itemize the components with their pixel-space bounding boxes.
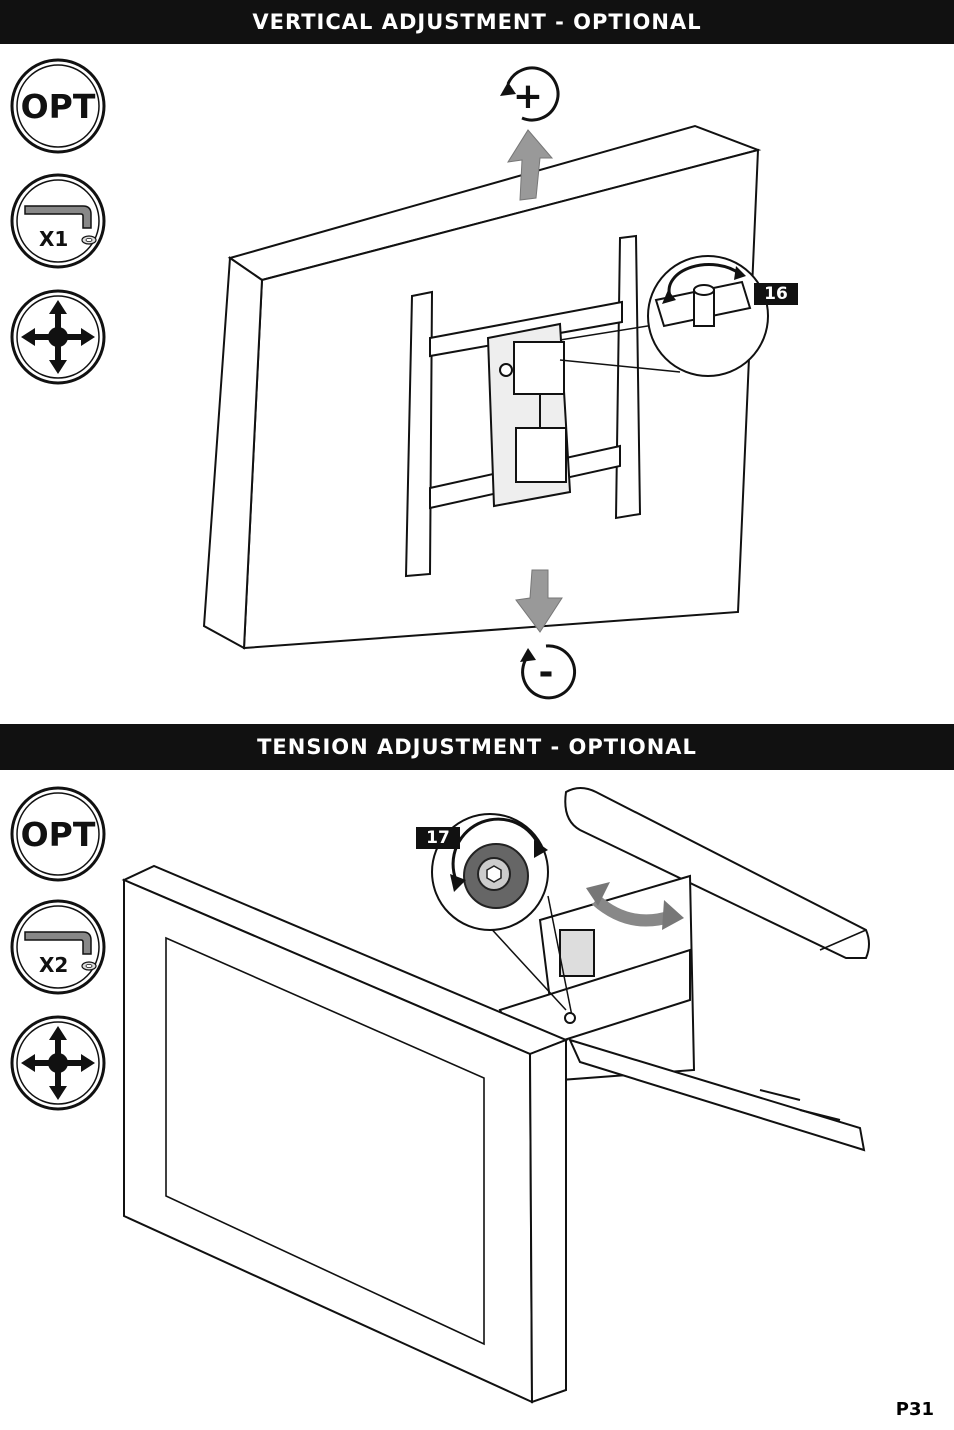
section-tension-header: TENSION ADJUSTMENT - OPTIONAL	[0, 724, 954, 770]
section-vertical-header: VERTICAL ADJUSTMENT - OPTIONAL	[0, 0, 954, 44]
move-arrows-icon	[10, 289, 106, 385]
page-number: P31	[895, 1399, 934, 1420]
hex-key-icon: X1	[10, 173, 106, 269]
opt-badge-icon: OPT	[10, 786, 106, 882]
decrease-symbol: -	[539, 652, 554, 693]
move-arrows-icon	[10, 1015, 106, 1111]
section-tension-title: TENSION ADJUSTMENT - OPTIONAL	[257, 735, 697, 759]
step-number-16: 16	[754, 283, 798, 305]
hex-key-icon: X2	[10, 899, 106, 995]
opt-label: OPT	[21, 815, 96, 854]
opt-badge-icon: OPT	[10, 58, 106, 154]
step-number-17: 17	[416, 827, 460, 849]
section-vertical-title: VERTICAL ADJUSTMENT - OPTIONAL	[252, 10, 702, 34]
tool-count: X2	[39, 953, 68, 977]
tool-count: X1	[39, 227, 68, 251]
increase-symbol: +	[513, 76, 543, 117]
vertical-adjustment-illustration: + -	[202, 66, 769, 700]
opt-label: OPT	[21, 87, 96, 126]
